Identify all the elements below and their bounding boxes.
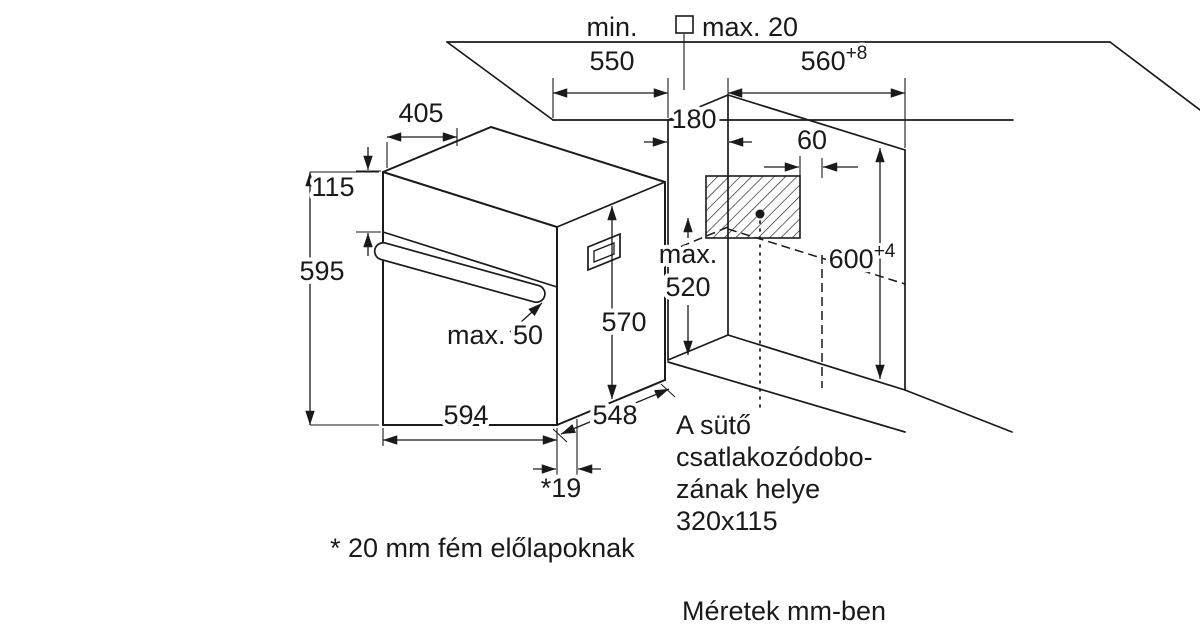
note-labels: A sütő csatlakozódobo- zának helye 320x1… <box>326 406 890 630</box>
dim-oven-width-594: 594 <box>443 400 488 430</box>
connection-note-line-1: A sütő <box>676 410 751 440</box>
dim-niche-height-600: 600+4 <box>829 241 896 274</box>
dimension-lines <box>305 15 906 480</box>
dim-inner-depth-570: 570 <box>601 307 646 337</box>
counter-surface <box>446 41 1200 121</box>
dim-top-depth-405: 405 <box>398 98 443 128</box>
dim-oven-height-595: 595 <box>299 256 344 286</box>
dim-min-word: min. <box>586 12 637 42</box>
side-vent <box>587 232 621 272</box>
connection-box <box>705 175 801 413</box>
dim-panel-max-20: max. 20 <box>702 12 798 42</box>
connection-note-line-3: zának helye <box>676 474 820 504</box>
dim-oven-depth-548: 548 <box>592 400 637 430</box>
dim-box-offset-60: 60 <box>797 125 827 155</box>
dim-door-gap-19: *19 <box>541 473 582 503</box>
dim-panel-height-115: 115 <box>311 172 354 202</box>
square-symbol <box>675 15 694 34</box>
dim-insert-max-520: 520 <box>665 272 710 302</box>
dimension-labels: min. 550 max. 20 560+8 405 115 595 180 6… <box>295 8 898 507</box>
dim-insert-max-word: max. <box>659 239 718 269</box>
connection-note-line-2: csatlakozódobo- <box>676 442 873 472</box>
dim-niche-width-560: 560+8 <box>801 43 868 76</box>
dim-min-550: 550 <box>589 46 634 76</box>
connection-note-line-4: 320x115 <box>676 506 778 536</box>
footnote-metal-panels: * 20 mm fém előlapoknak <box>330 533 635 563</box>
niche-cutout <box>667 94 1013 433</box>
connection-point-icon <box>755 209 765 219</box>
dim-handle-max-50: max. 50 <box>447 320 543 350</box>
oven-handle <box>373 241 546 304</box>
oven-body <box>373 126 666 426</box>
dim-box-offset-180: 180 <box>671 104 716 134</box>
units-note: Méretek mm-ben <box>682 596 886 626</box>
connection-box-hatched-area <box>705 175 801 239</box>
